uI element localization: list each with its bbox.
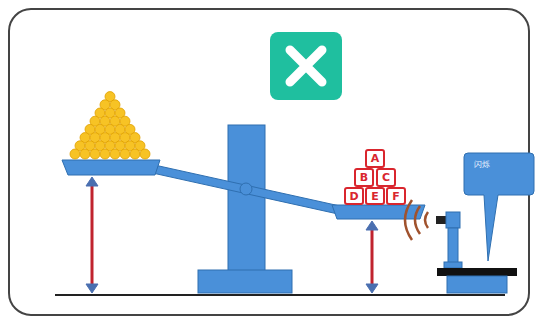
left-pan (62, 160, 160, 175)
signal-waves (405, 200, 428, 240)
scale-pillar (228, 125, 265, 273)
right-pan (332, 205, 425, 219)
letter-block: D (344, 187, 364, 205)
sensor-device (436, 212, 517, 293)
sensor-body (446, 212, 460, 228)
letter-block: B (354, 168, 374, 187)
gold-ball (130, 149, 140, 159)
gold-ball (140, 149, 150, 159)
block-letter: F (392, 190, 400, 203)
ball-pile (70, 92, 150, 159)
wave (425, 212, 428, 228)
gold-ball (70, 149, 80, 159)
bubble-shape (464, 153, 534, 261)
block-letter: C (382, 171, 390, 184)
gold-ball (120, 149, 130, 159)
ground-line (55, 294, 505, 296)
scale-base (198, 270, 292, 293)
wave (415, 206, 420, 234)
bubble-outline (464, 153, 534, 195)
height-arrows (86, 177, 378, 293)
sensor-foot (444, 262, 462, 268)
gold-ball (90, 149, 100, 159)
wave (405, 200, 412, 240)
arrow-head (86, 177, 98, 186)
block-letter: B (360, 171, 368, 184)
sensor-stand (447, 276, 507, 293)
letter-block: F (386, 187, 406, 205)
block-letter: A (371, 152, 380, 165)
left-height-arrow (91, 184, 94, 286)
frame (9, 9, 529, 315)
pivot (240, 183, 252, 195)
letter-block: A (365, 149, 385, 168)
block-letter: E (371, 190, 379, 203)
speech-bubble: 闪烁 (464, 153, 534, 195)
letter-block: E (365, 187, 385, 205)
sensor-post (448, 228, 458, 264)
gold-ball (100, 149, 110, 159)
sensor-head (436, 216, 446, 224)
right-height-arrow (371, 228, 374, 286)
sensor-plate (437, 268, 517, 276)
letter-block: C (376, 168, 396, 187)
bubble-text: 闪烁 (474, 159, 490, 170)
arrow-head (366, 284, 378, 293)
block-letter: D (349, 190, 358, 203)
gold-ball (110, 149, 120, 159)
arrow-head (86, 284, 98, 293)
cross-badge (270, 32, 342, 100)
arrow-head (366, 221, 378, 230)
scale-beam (148, 164, 340, 214)
cross-mark (290, 50, 322, 82)
gold-ball (80, 149, 90, 159)
